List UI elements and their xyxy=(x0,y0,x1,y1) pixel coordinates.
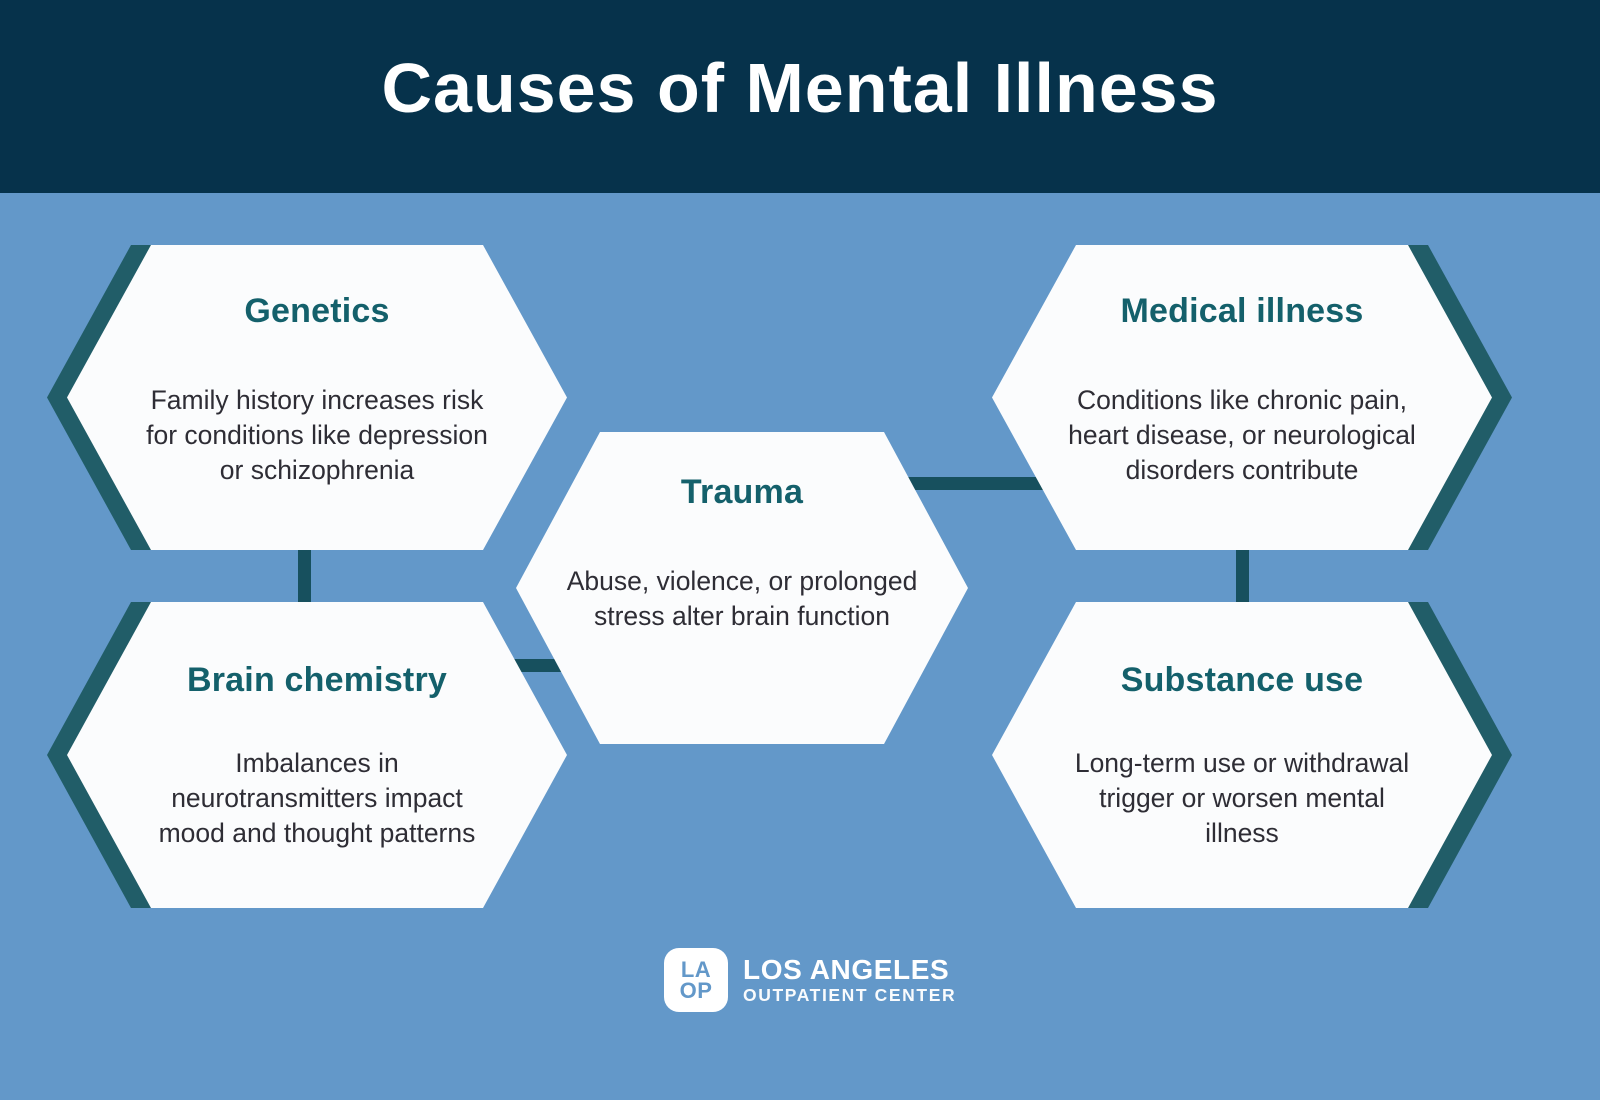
hexagon-title-substance-use: Substance use xyxy=(1120,661,1364,699)
brand-subtitle: OUTPATIENT CENTER xyxy=(743,984,957,1005)
logo-mark-bottom: OP xyxy=(679,978,713,1003)
hexagon-medical-illness: Medical illness Conditions like chronic … xyxy=(992,245,1492,550)
hexagon-body-medical-illness: Conditions like chronic pain, heart dise… xyxy=(1068,385,1416,485)
hexagon-face xyxy=(992,602,1492,908)
hexagon-content: Substance use Long-term use or withdrawa… xyxy=(992,602,1492,908)
hexagon-body-substance-use: Long-term use or withdrawal trigger or w… xyxy=(1074,748,1410,848)
hexagon-face xyxy=(67,602,567,908)
hexagon-face xyxy=(992,245,1492,550)
laop-logo-icon: LA OP xyxy=(664,948,728,1012)
hexagon-body-genetics: Family history increases risk for condit… xyxy=(146,385,488,485)
connector-trauma-medical xyxy=(880,477,1080,490)
hexagon-title-medical-illness: Medical illness xyxy=(1120,292,1364,330)
hexagon-title-brain-chemistry: Brain chemistry xyxy=(187,661,447,699)
hexagon-content: Trauma Abuse, violence, or prolonged str… xyxy=(516,432,968,744)
hexagon-substance-use: Substance use Long-term use or withdrawa… xyxy=(992,602,1492,908)
hexagon-face xyxy=(516,432,968,744)
hexagon-content: Brain chemistry Imbalances in neurotrans… xyxy=(67,602,567,908)
page-title: Causes of Mental Illness xyxy=(381,48,1219,127)
hexagon-body-brain-chemistry: Imbalances in neurotransmitters impact m… xyxy=(158,748,476,848)
hexagon-trauma: Trauma Abuse, violence, or prolonged str… xyxy=(516,432,968,744)
hexagon-content: Medical illness Conditions like chronic … xyxy=(992,245,1492,550)
logo-text-block: LOS ANGELES OUTPATIENT CENTER xyxy=(743,953,957,1006)
hexagon-genetics: Genetics Family history increases risk f… xyxy=(67,245,567,550)
hexagon-content: Genetics Family history increases risk f… xyxy=(67,245,567,550)
hexagon-body-trauma: Abuse, violence, or prolonged stress alt… xyxy=(566,566,918,631)
logo-mark-top: LA xyxy=(680,957,712,982)
brand-name: LOS ANGELES xyxy=(743,953,950,985)
header-bar: Causes of Mental Illness xyxy=(0,0,1600,193)
hexagon-title-trauma: Trauma xyxy=(680,473,804,511)
hexagon-brain-chemistry: Brain chemistry Imbalances in neurotrans… xyxy=(67,602,567,908)
hexagon-title-genetics: Genetics xyxy=(244,292,390,330)
footer-logo: LA OP LOS ANGELES OUTPATIENT CENTER xyxy=(664,948,956,1012)
hexagon-face xyxy=(67,245,567,550)
